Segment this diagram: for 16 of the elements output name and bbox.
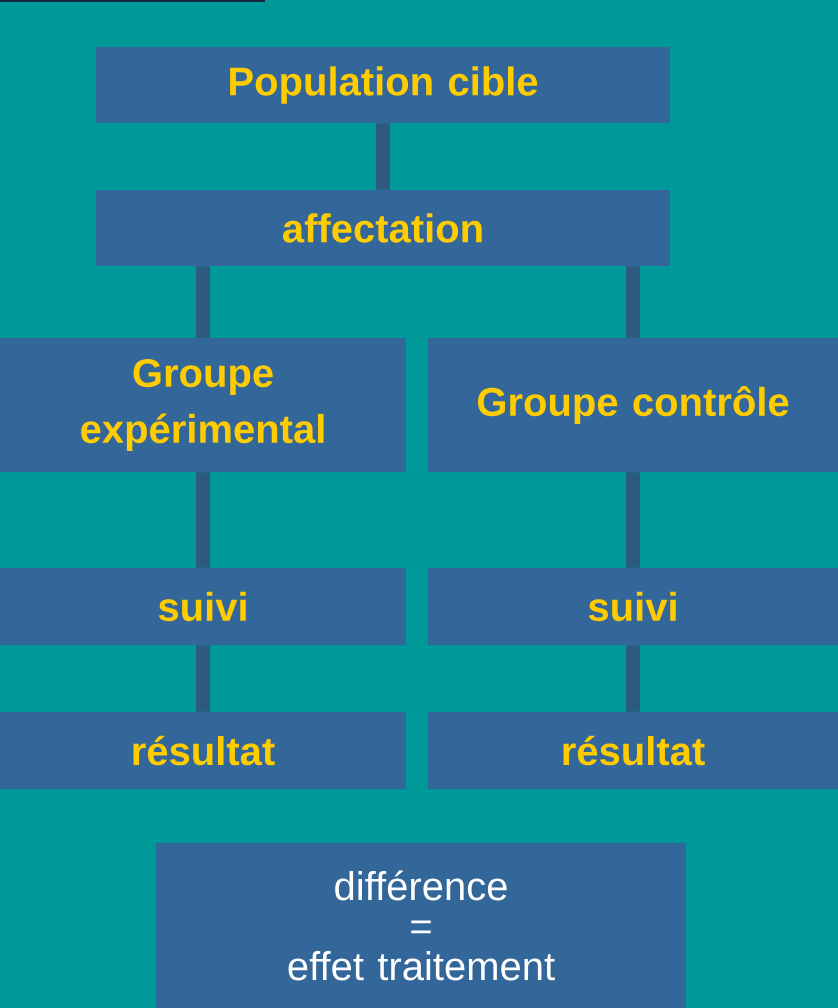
process-box: résultat — [0, 712, 406, 789]
process-box: suivi — [0, 568, 406, 645]
connector — [626, 266, 640, 338]
connector — [626, 645, 640, 712]
process-box: Groupe expérimental — [0, 338, 406, 472]
connector — [196, 645, 210, 712]
connector — [376, 123, 390, 190]
process-box: Groupe contrôle — [428, 338, 838, 472]
process-box: résultat — [428, 712, 838, 789]
result-box: différence = effet traitement — [156, 843, 686, 1008]
connector — [196, 266, 210, 338]
connector — [626, 472, 640, 568]
process-box: affectation — [96, 190, 670, 266]
process-box: Population cible — [96, 47, 670, 123]
connector — [196, 472, 210, 568]
process-box: suivi — [428, 568, 838, 645]
